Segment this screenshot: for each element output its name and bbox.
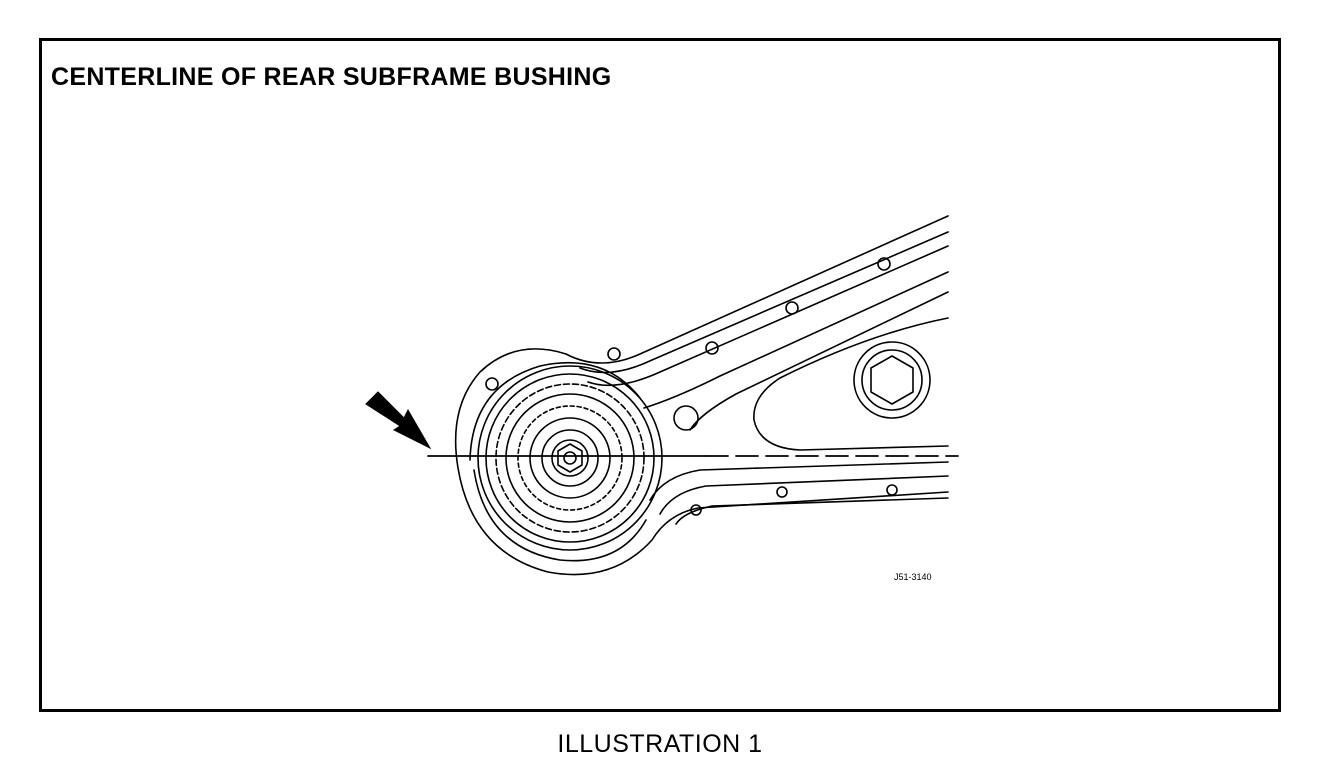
- rivet-hole: [877, 257, 891, 271]
- arm-lower-flange-1: [649, 461, 949, 501]
- mount-bolt-outer: [853, 341, 931, 419]
- arm-lower-flange-3: [675, 497, 949, 525]
- bushing-ring-6: [529, 417, 611, 499]
- housing-arc-lower: [473, 469, 647, 562]
- rivet-hole: [776, 486, 788, 498]
- bushing-ring-3: [495, 383, 645, 533]
- bushing-ring-1: [477, 365, 663, 551]
- illustration-heading: CENTERLINE OF REAR SUBFRAME BUSHING: [51, 63, 612, 91]
- rivet-hole: [485, 377, 499, 391]
- arm-inner-opening: [753, 317, 949, 451]
- rivet-hole: [690, 504, 702, 516]
- bushing-ring-2: [485, 373, 655, 543]
- arm-outer-outline: [454, 215, 949, 576]
- bushing-ring-5: [517, 405, 623, 511]
- mount-bolt-head: [870, 355, 914, 405]
- bushing-ring-4: [505, 393, 635, 523]
- bushing-center-bore: [563, 451, 577, 465]
- mount-bolt-ring: [861, 349, 923, 411]
- reference-code: J51-3140: [894, 572, 932, 582]
- illustration-frame: CENTERLINE OF REAR SUBFRAME BUSHING: [39, 38, 1281, 712]
- illustration-caption: ILLUSTRATION 1: [557, 730, 763, 758]
- rivet-hole: [705, 341, 719, 355]
- housing-arc-outer: [469, 362, 641, 461]
- rivet-hole: [886, 484, 898, 496]
- bushing-ring-8: [551, 439, 589, 477]
- arm-upper-flange-1: [579, 231, 949, 374]
- pointer-arrow-icon: [365, 391, 432, 450]
- arm-upper-flange-3: [643, 271, 949, 409]
- arm-lower-flange-2: [659, 475, 949, 515]
- lightening-hole: [673, 405, 699, 431]
- rivet-hole: [785, 301, 799, 315]
- bushing-center-nut: [557, 443, 583, 473]
- rivet-hole: [607, 347, 621, 361]
- arm-upper-flange-4: [689, 291, 949, 431]
- bushing-ring-7: [541, 429, 599, 487]
